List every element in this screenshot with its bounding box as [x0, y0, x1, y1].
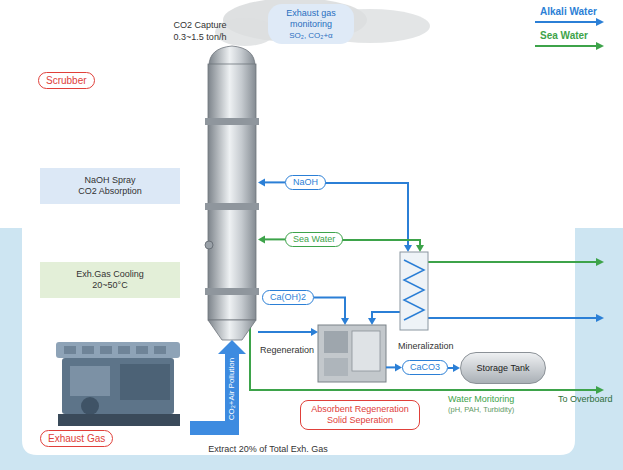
- connector: [386, 363, 402, 371]
- arrowhead: [395, 363, 402, 371]
- engine-flywheel: [81, 397, 99, 415]
- tower-nozzle: [205, 241, 213, 249]
- exchanger-coil: [404, 260, 424, 320]
- alkali-return: [372, 312, 400, 319]
- node-text: Exh.Gas Cooling 20~50°C: [73, 269, 148, 291]
- engine-cylinder: [64, 346, 76, 354]
- discharge-pipe: [250, 322, 597, 390]
- unit-panel: [324, 331, 348, 353]
- pipe-arrowhead: [596, 386, 604, 394]
- edge-label: CO₂+Air Pollution: [227, 356, 237, 422]
- engine-cylinder: [118, 346, 130, 354]
- arrowhead: [258, 235, 265, 243]
- arrowhead: [258, 178, 265, 186]
- node-text: NaOH Spray CO2 Absorption: [77, 175, 144, 197]
- engine-cylinder: [100, 346, 112, 354]
- pipe-arrowhead: [404, 245, 412, 252]
- pipe-arrowhead: [596, 258, 604, 266]
- pipe-arrowhead: [596, 314, 604, 322]
- feed-tag: NaOH: [285, 175, 326, 190]
- node-text: CaCO3: [410, 362, 440, 373]
- callout-box: Absorbent Regeneration Solid Seperation: [300, 400, 420, 430]
- arrowhead: [218, 340, 246, 354]
- capacity-value: 0.3~1.5 ton/h: [156, 32, 244, 43]
- unit-panel: [324, 358, 348, 376]
- stage-box: NaOH Spray CO2 Absorption: [40, 168, 180, 204]
- capacity-title: CO2 Capture: [156, 20, 244, 31]
- node-text: Absorbent Regeneration Solid Seperation: [305, 404, 415, 426]
- connector: [258, 328, 318, 336]
- seawater-outlet: [428, 261, 597, 263]
- engine-tag: Exhaust Gas: [40, 430, 113, 447]
- connector: [258, 178, 285, 186]
- connector-line: [263, 238, 285, 240]
- engine-cylinder: [136, 346, 148, 354]
- engine-base: [58, 414, 180, 426]
- tower-band: [205, 288, 259, 295]
- engine-cover: [56, 342, 180, 358]
- node-text: NaOH: [293, 177, 318, 188]
- legend-text: Alkali Water: [540, 6, 597, 17]
- monitor-bubble: Exhaust gas monitoringSO₂, CO₂+α: [268, 4, 354, 44]
- engine: Exhaust Gas: [38, 338, 190, 448]
- scrubber-tag: Scrubber: [38, 72, 95, 89]
- product-tag: CaCO3: [402, 360, 448, 375]
- regeneration-unit: Regeneration: [318, 325, 386, 382]
- legend-text: Sea Water: [540, 30, 588, 41]
- engine-block: [62, 358, 174, 414]
- node-text: Storage Tank: [477, 363, 530, 374]
- connector: [314, 297, 349, 325]
- tower-body: [208, 64, 256, 320]
- arrowhead: [453, 364, 460, 372]
- alkali-outlet: [428, 317, 597, 319]
- engine-manifold: [70, 366, 110, 396]
- extract-note: Extract 20% of Total Exh. Gas: [198, 444, 338, 455]
- heat-exchanger: [400, 252, 428, 330]
- tower-dome: [209, 46, 255, 66]
- regeneration-unit: [318, 325, 386, 382]
- node-text: Ca(OH)2: [270, 292, 306, 303]
- connector-line: [314, 297, 345, 320]
- unit-panel: [352, 331, 380, 371]
- legend-line-alkali: [535, 21, 597, 23]
- node-text: Exhaust gas monitoring: [274, 8, 348, 30]
- arrowhead: [311, 328, 318, 336]
- arrowhead: [341, 318, 349, 325]
- feed-tag: Sea Water: [285, 232, 343, 247]
- tower-cone: [208, 320, 256, 340]
- engine-cylinder: [82, 346, 94, 354]
- scrubber-tower: Scrubber: [206, 48, 258, 340]
- node-text: SO₂, CO₂+α: [289, 31, 333, 41]
- stage-box: Exh.Gas Cooling 20~50°C: [40, 262, 180, 298]
- tower-band: [205, 203, 259, 210]
- sea: [0, 228, 623, 470]
- outlet-label: To Overboard: [558, 394, 613, 405]
- connector: [448, 364, 460, 372]
- engine-turbo: [120, 364, 170, 400]
- legend-arrowhead: [596, 18, 604, 26]
- engine-cylinder: [154, 346, 166, 354]
- pipe-arrowhead: [368, 318, 376, 325]
- connector-line: [258, 331, 313, 333]
- connector: [258, 235, 285, 243]
- monitor-label: Water Moritoring: [448, 394, 514, 405]
- connector-line: [263, 181, 285, 183]
- legend-line-sea: [535, 45, 597, 47]
- legend-arrowhead: [596, 42, 604, 50]
- monitor-params: (pH, PAH, Turbidity): [448, 405, 514, 414]
- storage-tank: Storage Tank: [460, 352, 546, 384]
- node-text: Sea Water: [293, 234, 335, 245]
- tower-band: [205, 118, 259, 125]
- connector-line: [190, 350, 232, 428]
- feed-tag: Ca(OH)2: [262, 290, 314, 305]
- unit-label: Regeneration: [260, 345, 314, 356]
- process-label: Mineralization: [398, 341, 454, 352]
- pipe-arrowhead: [416, 245, 424, 252]
- connector: [190, 340, 246, 428]
- seawater-pipe: [330, 240, 420, 246]
